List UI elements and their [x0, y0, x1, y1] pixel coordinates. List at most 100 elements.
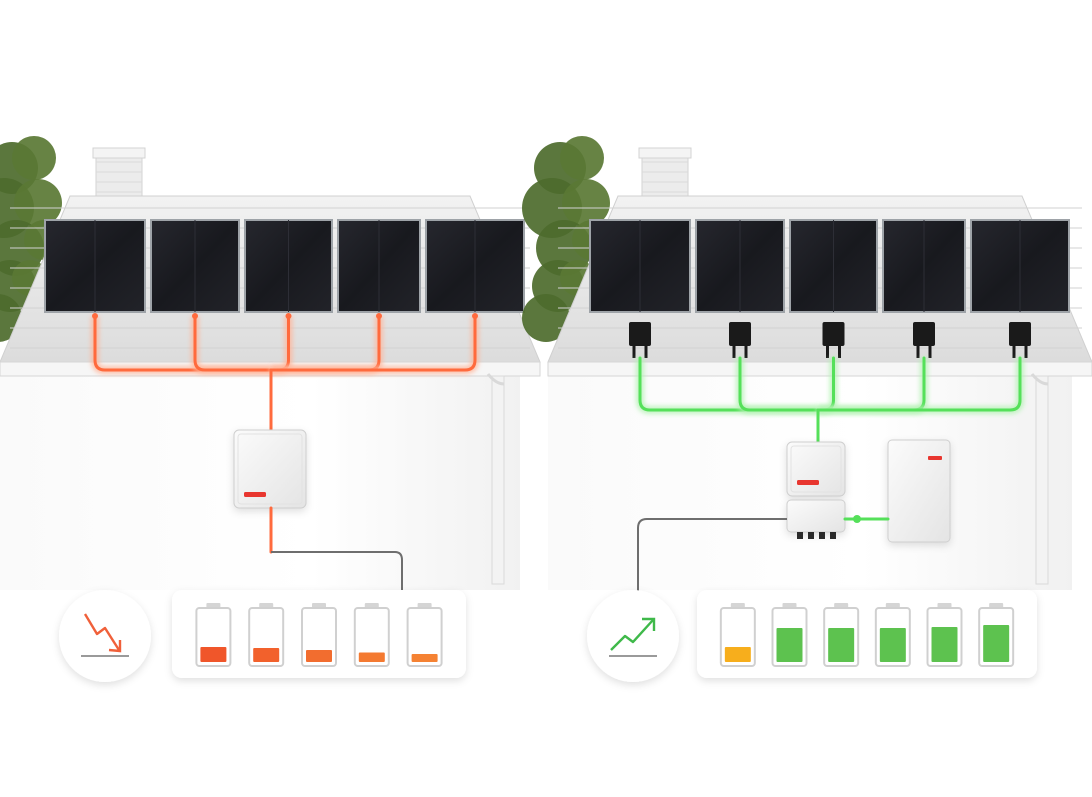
panel-connector	[472, 313, 478, 319]
battery-icon	[926, 603, 963, 667]
power-optimizer	[1009, 322, 1031, 358]
inverter-port	[808, 532, 814, 539]
power-optimizer	[729, 322, 751, 358]
hybrid-inverter-inner-border	[790, 445, 842, 493]
battery-terminal	[417, 603, 432, 608]
power-optimizer	[629, 322, 651, 358]
battery-icon	[301, 603, 337, 667]
solar-panel	[244, 219, 333, 313]
battery-icon	[248, 603, 285, 667]
panel-connector	[92, 313, 98, 319]
battery-terminal	[730, 603, 745, 608]
battery-level-fill	[776, 628, 803, 662]
battery-terminal	[989, 603, 1004, 608]
string-wire	[269, 314, 477, 372]
trend-line	[83, 613, 121, 651]
solar-panel	[789, 219, 878, 313]
string-wire	[93, 314, 273, 372]
solar-panel	[150, 219, 240, 313]
tree-foliage	[12, 136, 56, 180]
chimney-cap	[638, 147, 692, 159]
solar-panel	[970, 219, 1070, 313]
battery-shell	[353, 607, 390, 667]
battery-terminal	[312, 603, 326, 608]
power-optimizer-body	[913, 322, 935, 346]
battery-icon	[823, 603, 860, 667]
battery-level-fill	[358, 652, 385, 662]
grid-cable	[271, 551, 403, 592]
battery-level-fill	[724, 647, 751, 662]
tree-foliage	[14, 179, 62, 227]
battery-icon	[719, 603, 756, 667]
power-optimizer-body	[1009, 322, 1031, 346]
battery-level-fill	[411, 654, 438, 662]
battery-level-fill	[253, 648, 280, 662]
power-optimizer-scene	[522, 136, 1092, 682]
storage-battery	[887, 439, 951, 543]
trend-arrowhead	[642, 617, 656, 631]
power-optimizer	[822, 322, 845, 358]
battery-terminal	[206, 603, 221, 608]
chimney-cap	[92, 147, 146, 159]
battery-icon	[978, 603, 1015, 667]
power-optimizer-body	[822, 322, 845, 346]
power-optimizer-body	[729, 322, 751, 346]
string-inverter-scene	[0, 136, 541, 682]
trend-badge	[587, 590, 679, 682]
power-optimizer-body	[629, 322, 651, 346]
optimizer-wire	[816, 356, 1022, 412]
panel-connector	[376, 313, 382, 319]
battery-level-fill	[879, 628, 906, 662]
downpipe-elbow	[486, 373, 505, 386]
battery-level-fill	[983, 625, 1010, 662]
inverter-connection-unit	[786, 499, 846, 533]
downpipe	[1035, 375, 1049, 585]
panel-connector	[192, 313, 198, 319]
battery-icon	[771, 603, 808, 667]
battery-level-fill	[306, 650, 332, 662]
downpipe	[491, 375, 505, 585]
solar-panel	[695, 219, 785, 313]
storage-battery-logo	[928, 456, 942, 460]
power-optimizer	[913, 322, 935, 358]
battery-connection-dot	[853, 515, 861, 523]
inverter-port	[819, 532, 825, 539]
trend-badge	[59, 590, 151, 682]
inverter-port	[830, 532, 836, 539]
panel-connector	[285, 313, 292, 319]
tree-foliage	[522, 294, 570, 342]
trend-arrowhead	[108, 640, 122, 653]
battery-level-fill	[931, 627, 958, 662]
battery-icon	[406, 603, 443, 667]
optimizer-wire	[638, 356, 820, 412]
tree-foliage	[560, 136, 604, 180]
inverter-port	[797, 532, 803, 539]
optimizer-wire	[738, 356, 820, 412]
solar-panel	[44, 219, 146, 313]
downpipe-elbow	[1030, 373, 1049, 386]
battery-shell	[406, 607, 443, 667]
string-inverter-inner-border	[237, 433, 303, 505]
battery-icon	[874, 603, 911, 667]
grid-cable	[637, 518, 787, 592]
battery-level-fill	[828, 628, 855, 662]
battery-terminal	[782, 603, 797, 608]
tree-foliage	[562, 179, 610, 227]
battery-level-fill	[200, 647, 227, 662]
battery-terminal	[259, 603, 274, 608]
hybrid-inverter	[786, 441, 846, 497]
hybrid-inverter-brand-logo	[797, 480, 819, 485]
solar-panel	[882, 219, 966, 313]
trend-up-arrow-icon	[609, 617, 657, 657]
battery-terminal	[834, 603, 849, 608]
battery-terminal	[364, 603, 379, 608]
solar-panel	[589, 219, 691, 313]
battery-terminal	[937, 603, 952, 608]
solar-panel	[337, 219, 421, 313]
string-wire	[193, 314, 273, 372]
trend-down-arrow-icon	[81, 613, 129, 657]
solar-panel	[425, 219, 525, 313]
string-inverter-brand-logo	[244, 492, 266, 497]
